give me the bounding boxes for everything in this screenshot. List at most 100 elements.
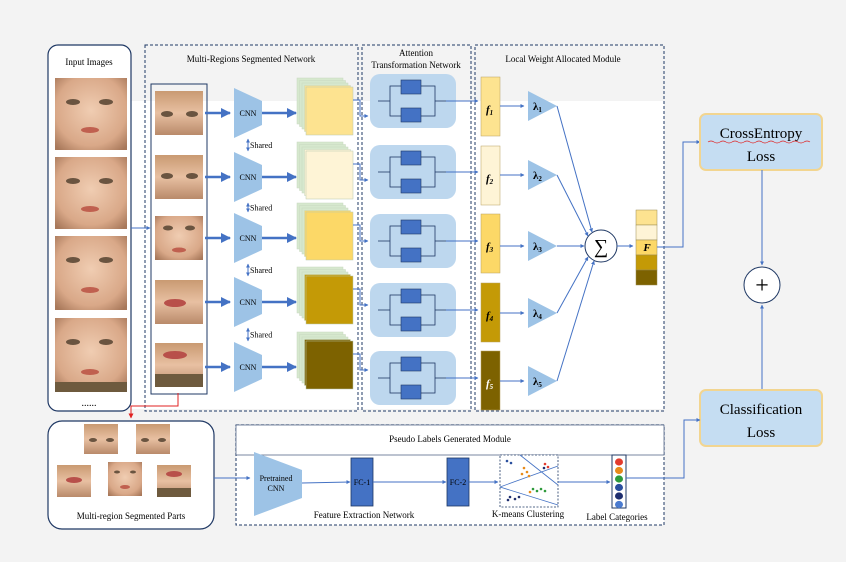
- feature-stack-2: [296, 141, 354, 200]
- label-category-5: [615, 492, 623, 500]
- part-1: [155, 91, 203, 135]
- cnn-label-4: CNN: [240, 298, 257, 307]
- input-face-2: [55, 157, 127, 229]
- shared-label-4: Shared: [250, 331, 272, 340]
- svg-text:f3: f3: [486, 241, 494, 254]
- spellcheck-underline: [707, 140, 811, 144]
- label-category-4: [615, 483, 623, 492]
- lambda-3: λ3: [528, 231, 557, 261]
- cnn-block-1: [234, 88, 262, 138]
- attention-module-4: [370, 283, 479, 337]
- part-5: [155, 343, 203, 387]
- cnn-block-5: [234, 342, 262, 392]
- fc2-label: FC-2: [450, 478, 466, 487]
- atn-title-1: Attention: [399, 48, 433, 58]
- label-category-1: [615, 458, 623, 466]
- F-label: F: [642, 242, 651, 254]
- sum-symbol: ∑: [594, 236, 608, 258]
- f-box-5: f5: [480, 350, 501, 411]
- lambda-2: λ2: [528, 160, 557, 190]
- cnn-block-4: [234, 277, 262, 327]
- shared-label-1: Shared: [250, 141, 272, 150]
- shared-label-2: Shared: [250, 204, 272, 213]
- lambda-to-sum-lines: [556, 105, 595, 382]
- stack-to-attn-arrow-3: [353, 224, 369, 243]
- f-box-2: f2: [480, 145, 501, 206]
- lambda-4: λ4: [528, 298, 557, 328]
- pretrained-cnn: [254, 452, 302, 516]
- crossentropy-loss-box: [699, 113, 823, 171]
- f-box-4: f4: [480, 282, 501, 343]
- feature-stack-3: [296, 202, 354, 261]
- stack-to-attn-arrow-5: [353, 353, 369, 372]
- atn-title-2: Transformation Network: [371, 60, 461, 70]
- input-dots: ......: [82, 398, 97, 409]
- plus-symbol: +: [755, 273, 769, 299]
- mr-part-4: [108, 462, 142, 496]
- part-4: [155, 280, 203, 324]
- svg-text:λ3: λ3: [533, 241, 542, 254]
- cnn-label-1: CNN: [240, 109, 257, 118]
- mr-part-1: [84, 424, 118, 454]
- lwam-title: Local Weight Allocated Module: [505, 54, 620, 64]
- svg-text:f4: f4: [486, 310, 494, 323]
- part-2: [155, 155, 203, 199]
- mr-part-2: [136, 424, 170, 454]
- feature-stack-5: [296, 331, 354, 390]
- lambda-5: λ5: [528, 366, 557, 396]
- shared-label-3: Shared: [250, 266, 272, 275]
- svg-text:f1: f1: [486, 104, 493, 117]
- f-box-1: f1: [480, 76, 501, 137]
- plus-node: [743, 266, 781, 304]
- main-panel: [50, 101, 664, 409]
- svg-text:f2: f2: [486, 173, 494, 186]
- svg-text:λ2: λ2: [533, 170, 542, 183]
- cnn-label-2: CNN: [240, 173, 257, 182]
- pseudo-title: Pseudo Labels Generated Module: [389, 434, 511, 444]
- stack-to-attn-arrow-1: [353, 99, 369, 118]
- parts-to-cnn-arrows: [205, 108, 231, 372]
- input-face-3: [55, 236, 127, 310]
- mr-part-5: [157, 465, 191, 497]
- attention-module-5: [370, 351, 479, 405]
- lwam-box: [474, 44, 665, 412]
- mr-parts-label: Multi-region Segmented Parts: [77, 511, 186, 521]
- label-category-6: [615, 500, 623, 509]
- cropped-parts: [155, 91, 203, 387]
- stack-to-attn-arrow-2: [353, 163, 369, 182]
- feature-stack-1: [296, 77, 354, 136]
- svg-text:λ1: λ1: [533, 101, 542, 114]
- crossentropy-label-2: Loss: [747, 149, 776, 165]
- pretrained-label-1: Pretrained: [260, 474, 293, 483]
- fc1-label: FC-1: [354, 478, 370, 487]
- input-face-images: [55, 78, 127, 392]
- stack-to-attn-arrow-4: [353, 288, 369, 307]
- input-face-4: [55, 318, 127, 392]
- kmeans-label: K-means Clustering: [492, 509, 565, 519]
- feature-map-stacks: [296, 77, 369, 390]
- label-category-dots: [615, 458, 623, 509]
- label-category-3: [615, 475, 623, 483]
- pseudo-labels-title-bar: [235, 424, 665, 456]
- svg-text:λ5: λ5: [533, 376, 542, 389]
- red-arrow: [128, 393, 179, 419]
- attention-module-3: [370, 214, 479, 268]
- svg-text:λ4: λ4: [533, 308, 542, 321]
- mr-part-3: [57, 465, 91, 497]
- classification-label-1: Classification: [720, 402, 803, 418]
- input-images-label: Input Images: [65, 57, 113, 67]
- feature-extraction-label: Feature Extraction Network: [314, 510, 415, 520]
- mrsn-title: Multi-Regions Segmented Network: [187, 54, 316, 64]
- cnn-block-3: [234, 213, 262, 263]
- crossentropy-label-1: CrossEntropy: [720, 126, 803, 142]
- attention-modules: [370, 74, 479, 405]
- mr-parts-faces: [57, 424, 191, 497]
- lambda-1: λ1: [528, 91, 557, 121]
- f-box-3: f3: [480, 213, 501, 274]
- classification-label-2: Loss: [747, 425, 776, 441]
- kmeans-plot: [499, 454, 559, 508]
- cnn-label-3: CNN: [240, 234, 257, 243]
- feature-vectors: f1 λ1 f2 λ2 f3 λ3 f4 λ4 f5 λ5: [480, 76, 557, 411]
